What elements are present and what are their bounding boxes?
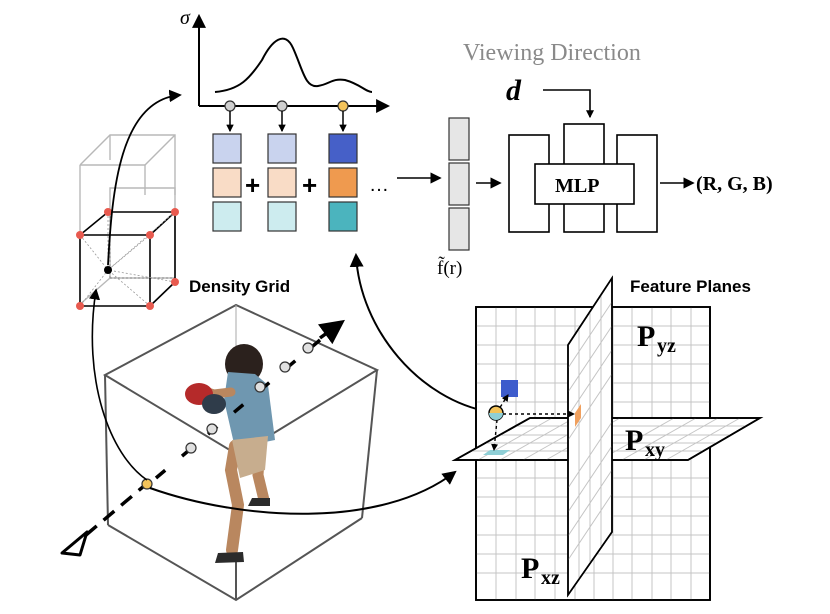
grid-vertex-4 <box>146 302 154 310</box>
svg-text:xz: xz <box>541 567 560 589</box>
feature-planes-label: Feature Planes <box>630 277 751 296</box>
d-label: d <box>506 74 522 107</box>
ray-sample-5 <box>279 361 291 373</box>
xy-highlight-cell <box>483 450 510 455</box>
rgb-output-label: (R, G, B) <box>696 173 773 195</box>
density-grid-label: Density Grid <box>189 277 290 296</box>
ray-to-grid-arrow <box>89 288 148 481</box>
aggregated-feature <box>448 117 470 251</box>
svg-text:P: P <box>521 552 539 585</box>
grid-vertex-5 <box>104 208 112 216</box>
scene-box <box>102 303 380 602</box>
mlp-core <box>534 163 635 205</box>
grid-to-plot-arrow <box>107 89 182 266</box>
ray-sample-4 <box>254 381 266 393</box>
feature-col2-bot <box>267 201 297 232</box>
ray-sample-6 <box>302 342 314 354</box>
aggregated-cell-bot <box>448 207 470 251</box>
svg-text:P: P <box>637 320 655 353</box>
p-xy-label: P xy <box>625 424 665 461</box>
density-curve <box>214 37 373 93</box>
feature-col2-top <box>267 133 297 164</box>
plane-xz <box>567 275 613 598</box>
grid-vertex-7 <box>171 278 179 286</box>
sample-marker-1 <box>224 100 236 112</box>
f-tilde-label: f̃(r) <box>437 255 462 279</box>
ray-sample-1 <box>141 478 153 490</box>
mlp-label: MLP <box>555 175 599 197</box>
svg-text:P: P <box>625 424 643 457</box>
camera-ray <box>84 319 345 537</box>
ellipsis: … <box>369 174 389 196</box>
feature-col1-top <box>212 133 242 164</box>
mlp-block <box>508 123 658 233</box>
grid-vertex-2 <box>146 231 154 239</box>
feature-col1-mid <box>212 167 242 198</box>
yz-highlight-cell <box>501 380 518 397</box>
sigma-label: σ <box>180 7 191 29</box>
aggregated-cell-mid <box>448 162 470 206</box>
grid-query-point <box>104 266 112 274</box>
sample-marker-3 <box>337 100 349 112</box>
feature-col3-mid <box>328 167 358 198</box>
grid-vertex-6 <box>171 208 179 216</box>
sample-marker-2 <box>276 100 288 112</box>
aggregated-cell-top <box>448 117 470 161</box>
plus-sign-2: + <box>302 170 317 200</box>
xz-highlight-cell <box>575 404 581 427</box>
grid-vertex-1 <box>76 231 84 239</box>
density-grid <box>76 134 179 310</box>
viewing-direction-label: Viewing Direction <box>463 40 641 66</box>
camera-icon <box>60 530 89 557</box>
svg-text:xy: xy <box>645 439 665 461</box>
feature-col1-bot <box>212 201 242 232</box>
feature-planes <box>451 275 764 601</box>
density-plot: σ <box>180 7 391 133</box>
feature-col2-mid <box>267 167 297 198</box>
svg-text:yz: yz <box>657 335 676 357</box>
planes-to-feature-arrow <box>349 252 491 413</box>
plus-sign-1: + <box>245 170 260 200</box>
feature-col3-top <box>328 133 358 164</box>
ray-sample-2 <box>185 442 197 454</box>
feature-col3-bot <box>328 201 358 232</box>
grid-vertex-3 <box>76 302 84 310</box>
ray-sample-3 <box>206 423 218 435</box>
d-arrow <box>543 89 594 119</box>
feature-columns <box>212 133 358 232</box>
p-xz-label: P xz <box>521 552 560 589</box>
boxer-figure <box>185 344 275 563</box>
p-yz-label: P yz <box>637 320 676 357</box>
ray-to-planes-arrow <box>149 470 457 515</box>
